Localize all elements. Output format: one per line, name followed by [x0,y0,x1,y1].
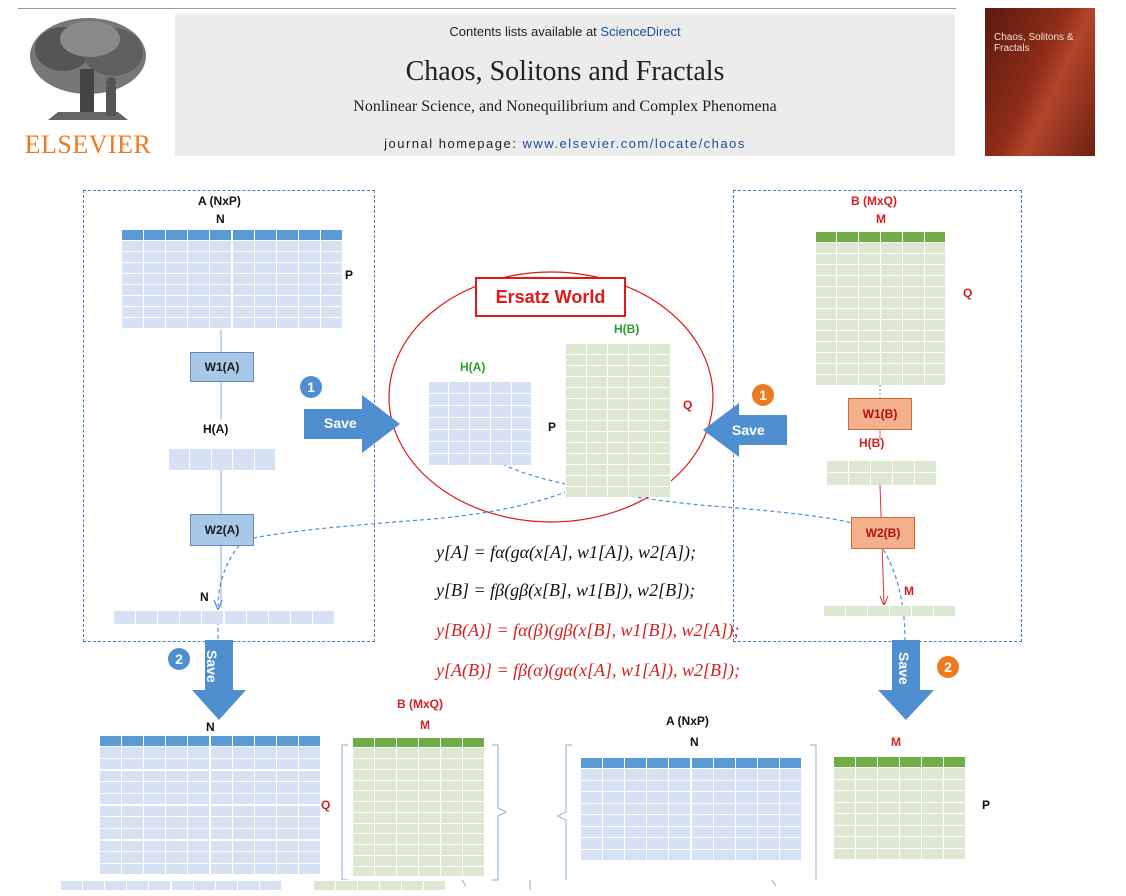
bottom-strip-a [60,880,282,890]
left-output-label: N [200,590,209,604]
save-arrow-down-right[interactable] [878,640,934,720]
left-rows-label: P [345,268,354,282]
ersatz-hb-matrix [565,343,671,497]
bottom-a-left [99,735,321,875]
ersatz-hb-label: H(B) [614,322,640,336]
step-2-badge-right: 2 [937,656,959,678]
save-label-right: Save [732,422,765,438]
save-label-down-right: Save [896,652,912,685]
ersatz-ha-matrix [428,381,532,465]
ersatz-world-ellipse [388,271,714,523]
step-1-badge-left: 1 [300,376,322,398]
contents-line: Contents lists available at ScienceDirec… [175,24,955,39]
bottom-strip-b [313,880,445,890]
equation-2: y[B] = fβ(gβ(x[B], w1[B]), w2[B]); [436,580,696,600]
w2b-box: W2(B) [851,517,915,549]
right-output-label: M [904,584,914,598]
equation-3: y[B(A)] = fα(β)(gβ(x[B], w1[B]), w2[A]); [436,620,740,640]
elsevier-logo [18,14,158,130]
elsevier-tree-icon [30,18,146,120]
left-hidden-label: H(A) [203,422,229,436]
matrix-b-right [815,231,946,385]
bottom-right-a-title: A (NxP) [666,714,709,728]
matrix-a-left [121,229,343,329]
equation-1: y[A] = fα(gα(x[A], w1[A]), w2[A]); [436,542,697,562]
homepage-prefix: journal homepage: [384,136,518,151]
bottom-right-b-cols: M [891,735,901,749]
publisher-wordmark: ELSEVIER [24,130,152,159]
bottom-left-b-rows: Q [321,798,331,812]
save-arrow-left[interactable] [304,395,400,453]
step-1-badge-right: 1 [752,384,774,406]
hidden-b-right [826,460,936,485]
journal-cover: Chaos, Solitons & Fractals [985,8,1095,156]
output-b-right [823,605,955,616]
bottom-b-right [833,756,965,860]
save-arrow-right[interactable] [703,403,787,457]
bottom-b-left [352,737,484,877]
step-2-badge-left: 2 [168,648,190,670]
bottom-right-a-cols: N [690,735,699,749]
right-cols-label: M [876,212,886,226]
bottom-left-b-title: B (MxQ) [397,697,443,711]
bottom-a-right [580,757,802,861]
right-hidden-label: H(B) [859,436,885,450]
header-rule [18,8,956,9]
cover-title: Chaos, Solitons & Fractals [994,32,1074,54]
homepage-line: journal homepage: www.elsevier.com/locat… [175,136,955,151]
right-rows-label: Q [963,286,973,300]
left-title: A (NxP) [198,194,241,208]
save-label-down-left: Save [204,650,220,683]
save-label-left: Save [324,415,357,431]
ersatz-p-label: P [548,420,557,434]
bottom-left-b-cols: M [420,718,430,732]
journal-subtitle: Nonlinear Science, and Nonequilibrium an… [353,98,777,115]
journal-title: Chaos, Solitons and Fractals [405,56,725,87]
ersatz-q-label: Q [683,398,693,412]
bottom-left-a-cols: N [206,720,215,734]
journal-banner: Contents lists available at ScienceDirec… [175,14,955,156]
sciencedirect-link[interactable]: ScienceDirect [600,24,681,39]
ersatz-world-title: Ersatz World [475,277,626,317]
right-title: B (MxQ) [851,194,897,208]
left-cols-label: N [216,212,225,226]
w2a-box: W2(A) [190,514,254,546]
output-a-left [113,610,335,624]
homepage-link[interactable]: www.elsevier.com/locate/chaos [522,136,746,151]
ersatz-ha-label: H(A) [460,360,486,374]
hidden-a-left [168,448,276,470]
bottom-right-b-rows: P [982,798,991,812]
contents-prefix: Contents lists available at [449,24,597,39]
save-arrow-down-left[interactable] [192,640,246,720]
equation-4: y[A(B)] = fβ(α)(gα(x[A], w1[A]), w2[B]); [436,660,740,680]
w1a-box: W1(A) [190,352,254,382]
w1b-box: W1(B) [848,398,912,430]
